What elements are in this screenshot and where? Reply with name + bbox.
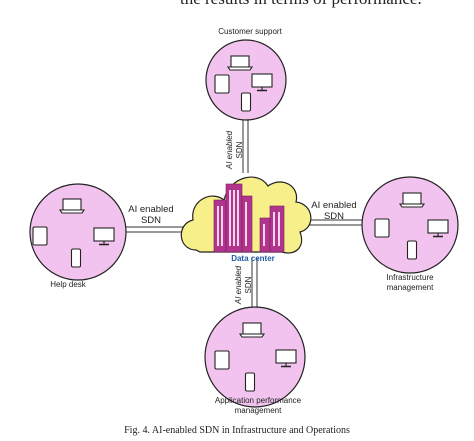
data-center-label: Data center (231, 254, 275, 263)
node-label: Help desk (50, 280, 87, 289)
node-circle (361, 176, 459, 274)
link-label-right: AI enabled SDN (311, 200, 356, 222)
link-label-bottom: AI enabled SDN (234, 265, 253, 305)
node-customer-support: Customer support (205, 27, 287, 121)
laptop-icon (227, 55, 253, 71)
node-help-desk: Help desk (29, 183, 127, 289)
laptop-icon (239, 322, 265, 338)
node-label-line2: management (235, 406, 282, 415)
svg-text:AI enabled: AI enabled (234, 265, 243, 305)
tablet-icon (374, 218, 390, 238)
node-label-line1: Infrastructure (386, 273, 434, 282)
link-label-left: AI enabled SDN (128, 204, 173, 226)
building-windows (217, 190, 280, 246)
connection-right (305, 219, 362, 226)
phone-icon (70, 248, 82, 268)
link-label-top: AI enabled SDN (225, 130, 244, 170)
phone-icon (244, 372, 256, 392)
tablet-icon (214, 74, 230, 94)
svg-text:AI enabled: AI enabled (225, 130, 234, 170)
figure-caption: Fig. 4. AI-enabled SDN in Infrastructure… (124, 425, 350, 436)
laptop-icon (399, 192, 425, 208)
svg-text:SDN: SDN (324, 211, 344, 222)
svg-text:SDN: SDN (235, 141, 244, 158)
data-center: Data center (180, 176, 312, 263)
tablet-icon (214, 350, 230, 370)
svg-text:AI enabled: AI enabled (128, 204, 173, 215)
node-circle (29, 183, 127, 281)
connection-top (242, 117, 249, 173)
node-label-line2: management (387, 283, 434, 292)
svg-text:SDN: SDN (244, 276, 253, 293)
node-label: Customer support (218, 27, 282, 36)
phone-icon (240, 92, 252, 112)
svg-text:SDN: SDN (141, 215, 161, 226)
connection-bottom (251, 258, 258, 310)
node-infrastructure-management: Infrastructure management (361, 176, 459, 292)
phone-icon (406, 240, 418, 260)
laptop-icon (59, 198, 85, 214)
node-circle (204, 306, 306, 408)
node-circle (205, 39, 287, 121)
node-application-performance: Application performance management (204, 306, 306, 415)
node-label-line1: Application performance (215, 396, 302, 405)
tablet-icon (32, 226, 48, 246)
svg-text:AI enabled: AI enabled (311, 200, 356, 211)
